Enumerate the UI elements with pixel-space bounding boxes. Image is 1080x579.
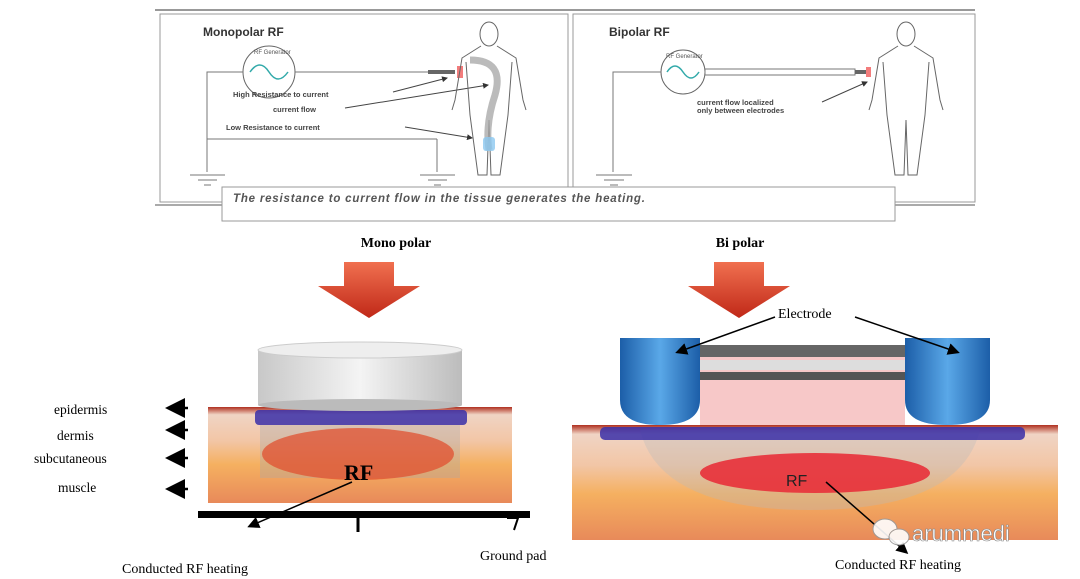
electrode-label: Electrode xyxy=(778,307,832,322)
generator-label: RF Generator xyxy=(666,54,703,60)
layer-subcutaneous: subcutaneous xyxy=(34,451,107,466)
layer-dermis: dermis xyxy=(57,428,94,443)
generator-label: RF Generator xyxy=(254,50,291,56)
bi-heading: Bi polar xyxy=(716,236,765,251)
monopolar-panel xyxy=(159,13,569,203)
watermark: arummedi xyxy=(912,521,1010,546)
human-figure-icon xyxy=(451,21,527,176)
electrode-left xyxy=(620,338,700,425)
mono-conducted-label: Conducted RF heating xyxy=(122,562,248,577)
caption: The resistance to current flow in the ti… xyxy=(233,193,646,205)
ground-pad-label: Ground pad xyxy=(480,549,547,564)
bi-conducted-label: Conducted RF heating xyxy=(835,558,961,573)
electrode-band xyxy=(600,427,1025,440)
bipolar-title: Bipolar RF xyxy=(609,25,670,39)
electrode-band xyxy=(255,410,467,425)
rf-label: RF xyxy=(786,473,808,490)
high-resistance-label: High Resistance to current xyxy=(233,90,329,99)
localized-label-2: only between electrodes xyxy=(697,106,784,115)
localized-label-1: current flow localized xyxy=(697,98,774,107)
down-arrow-icon xyxy=(318,262,420,318)
human-figure-icon xyxy=(868,21,944,176)
layer-epidermis: epidermis xyxy=(54,402,107,417)
rf-heating-zone xyxy=(262,428,454,480)
layer-labels: epidermis dermis subcutaneous muscle xyxy=(34,402,107,495)
caption-box xyxy=(221,186,896,222)
current-flow-label: current flow xyxy=(273,105,316,114)
ground-pad xyxy=(198,511,530,518)
wechat-icon xyxy=(872,518,910,546)
electrode-cylinder xyxy=(258,350,462,405)
mono-heading: Mono polar xyxy=(361,236,431,251)
rf-label: RF xyxy=(344,460,373,485)
rf-heating-zone xyxy=(700,453,930,493)
electrode-right xyxy=(905,338,990,425)
low-resistance-label: Low Resistance to current xyxy=(226,123,320,132)
layer-muscle: muscle xyxy=(58,480,96,495)
down-arrow-icon xyxy=(688,262,790,318)
monopolar-title: Monopolar RF xyxy=(203,25,284,39)
